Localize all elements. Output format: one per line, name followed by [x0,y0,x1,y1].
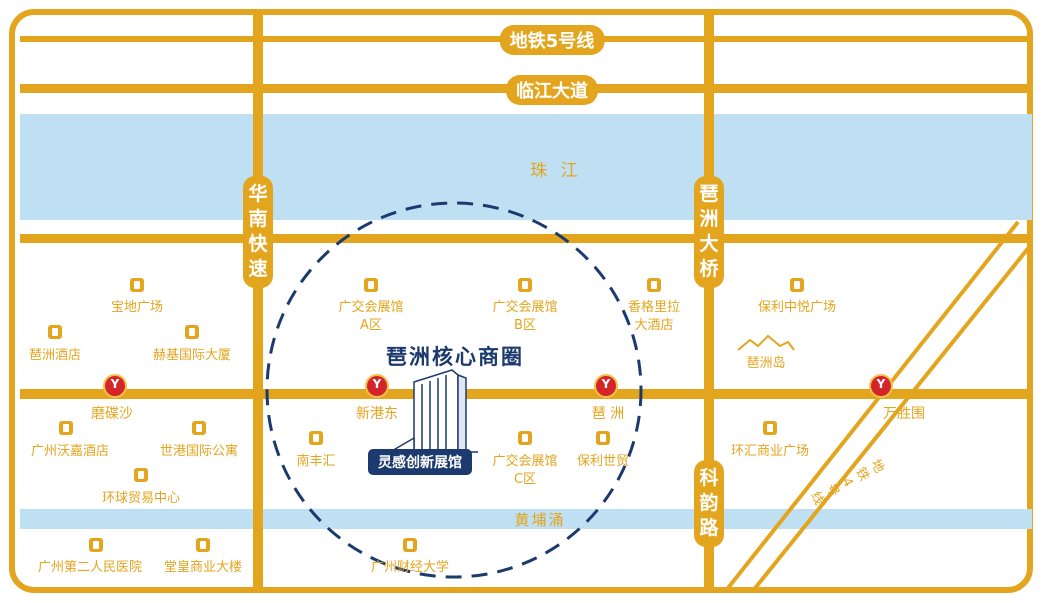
poi-label: 广州第二人民医院 [37,560,143,575]
exhibition-icon [518,431,532,445]
metro-station-icon [869,374,893,398]
school-icon [403,538,417,552]
poi-label: 宝地广场 [110,300,164,315]
metro-station-label: 新港东 [356,406,398,422]
metro-station-icon [103,374,127,398]
poi-label: 广交会展馆 [492,454,558,469]
pazhou-bridge-label: 琶洲大桥 [694,176,724,288]
poi-label: 香格里拉 [627,300,681,315]
core-area-title: 琶洲核心商圈 [386,345,524,369]
poi-label: 南丰汇 [296,454,336,469]
metro-station-label: 磨碟沙 [91,406,133,422]
hotel-icon [596,431,610,445]
center-label: 灵感创新展馆 [368,449,472,475]
hotel-icon [196,538,210,552]
hotel-icon [647,278,661,292]
huanan-expressway-label: 华南快速 [243,176,273,288]
building-icon [309,431,323,445]
island-icon [737,334,795,351]
linjiang-avenue-label: 临江大道 [506,75,598,105]
exhibition-icon [364,278,378,292]
pazhou-bridge-text: 琶洲大桥 [699,183,719,280]
poi-label: 琶洲岛 [746,356,786,371]
poi-label: 广交会展馆 [492,300,558,315]
poi-label: 广交会展馆 [338,300,404,315]
pearl-river [20,114,1032,220]
building-icon [763,421,777,435]
hotel-icon [134,468,148,482]
metro-line-4-track-b [750,244,1032,594]
poi-label-sub: 大酒店 [634,318,674,333]
road-middle [20,389,1032,399]
mall-icon [790,278,804,292]
huanan-expressway-text: 华南快速 [248,183,268,280]
metro-station-label: 琶 洲 [591,406,625,422]
poi-label-sub: B区 [514,318,536,333]
keyun-road-text: 科韵路 [699,467,719,539]
poi-label: 广州财经大学 [370,560,450,575]
poi-label: 保利中悦广场 [757,300,837,315]
poi-label: 环汇商业广场 [730,444,810,459]
poi-label: 赫基国际大厦 [152,348,232,363]
exhibition-icon [518,278,532,292]
hotel-icon [48,325,62,339]
poi-label-sub: A区 [360,318,382,333]
poi-label: 环球贸易中心 [101,491,181,506]
keyun-road-label: 科韵路 [694,460,724,547]
poi-label: 保利世贸 [576,454,630,469]
hospital-icon [89,538,103,552]
road-north [20,234,1032,243]
building-icon [130,278,144,292]
hotel-icon [59,421,73,435]
poi-label-sub: C区 [513,472,537,487]
poi-label: 琶洲酒店 [28,348,82,363]
hotel-icon [192,421,206,435]
huanan-expressway-road [253,12,263,590]
metro-line-4-track-a [726,220,1020,590]
poi-label: 世港国际公寓 [159,444,239,459]
pearl-river-label: 珠 江 [530,161,582,181]
poi-label: 堂皇商业大楼 [163,560,243,575]
core-area-ring [265,201,643,579]
metro-line-5-label: 地铁5号线 [499,25,605,55]
hotel-icon [185,325,199,339]
keyun-road-road [704,12,714,590]
poi-label: 广州沃嘉酒店 [30,444,110,459]
metro-station-icon [365,374,389,398]
huangpu-chong-label: 黄埔涌 [514,511,566,529]
metro-station-icon [594,374,618,398]
metro-station-label: 万胜围 [883,406,925,422]
